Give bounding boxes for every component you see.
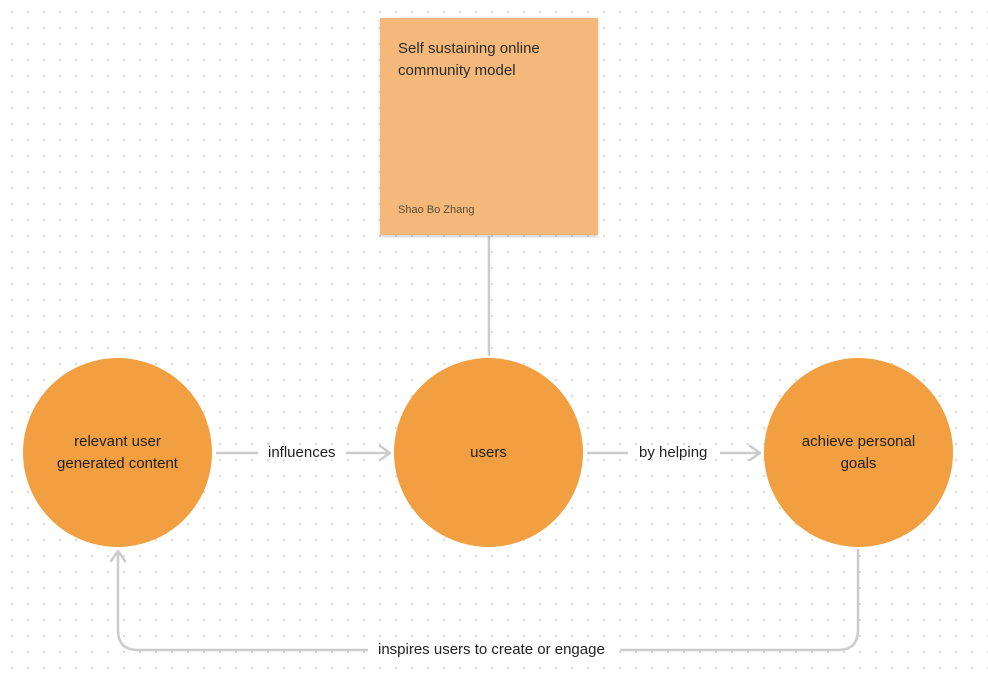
- connector-goals-inspires: [620, 549, 860, 652]
- sticky-note-author: Shao Bo Zhang: [398, 204, 475, 216]
- edge-label-inspires[interactable]: inspires users to create or engage: [378, 641, 605, 658]
- sticky-note[interactable]: Self sustaining online community model S…: [380, 18, 598, 235]
- node-relevant-content-label: relevant user generated content: [57, 432, 178, 472]
- arrowhead-goals: [748, 444, 762, 462]
- node-personal-goals-label: achieve personal goals: [801, 432, 916, 472]
- connector-inspires-content: [116, 551, 368, 652]
- edge-label-by-helping[interactable]: by helping: [639, 444, 708, 461]
- node-users-label: users: [470, 443, 507, 461]
- arrowhead-content: [109, 549, 127, 563]
- sticky-note-title: Self sustaining online community model: [398, 40, 540, 79]
- arrowhead-users: [378, 444, 392, 462]
- node-personal-goals[interactable]: achieve personal goals: [764, 358, 953, 547]
- edge-label-influences[interactable]: influences: [268, 444, 336, 461]
- node-users[interactable]: users: [394, 358, 583, 547]
- node-relevant-content[interactable]: relevant user generated content: [23, 358, 212, 547]
